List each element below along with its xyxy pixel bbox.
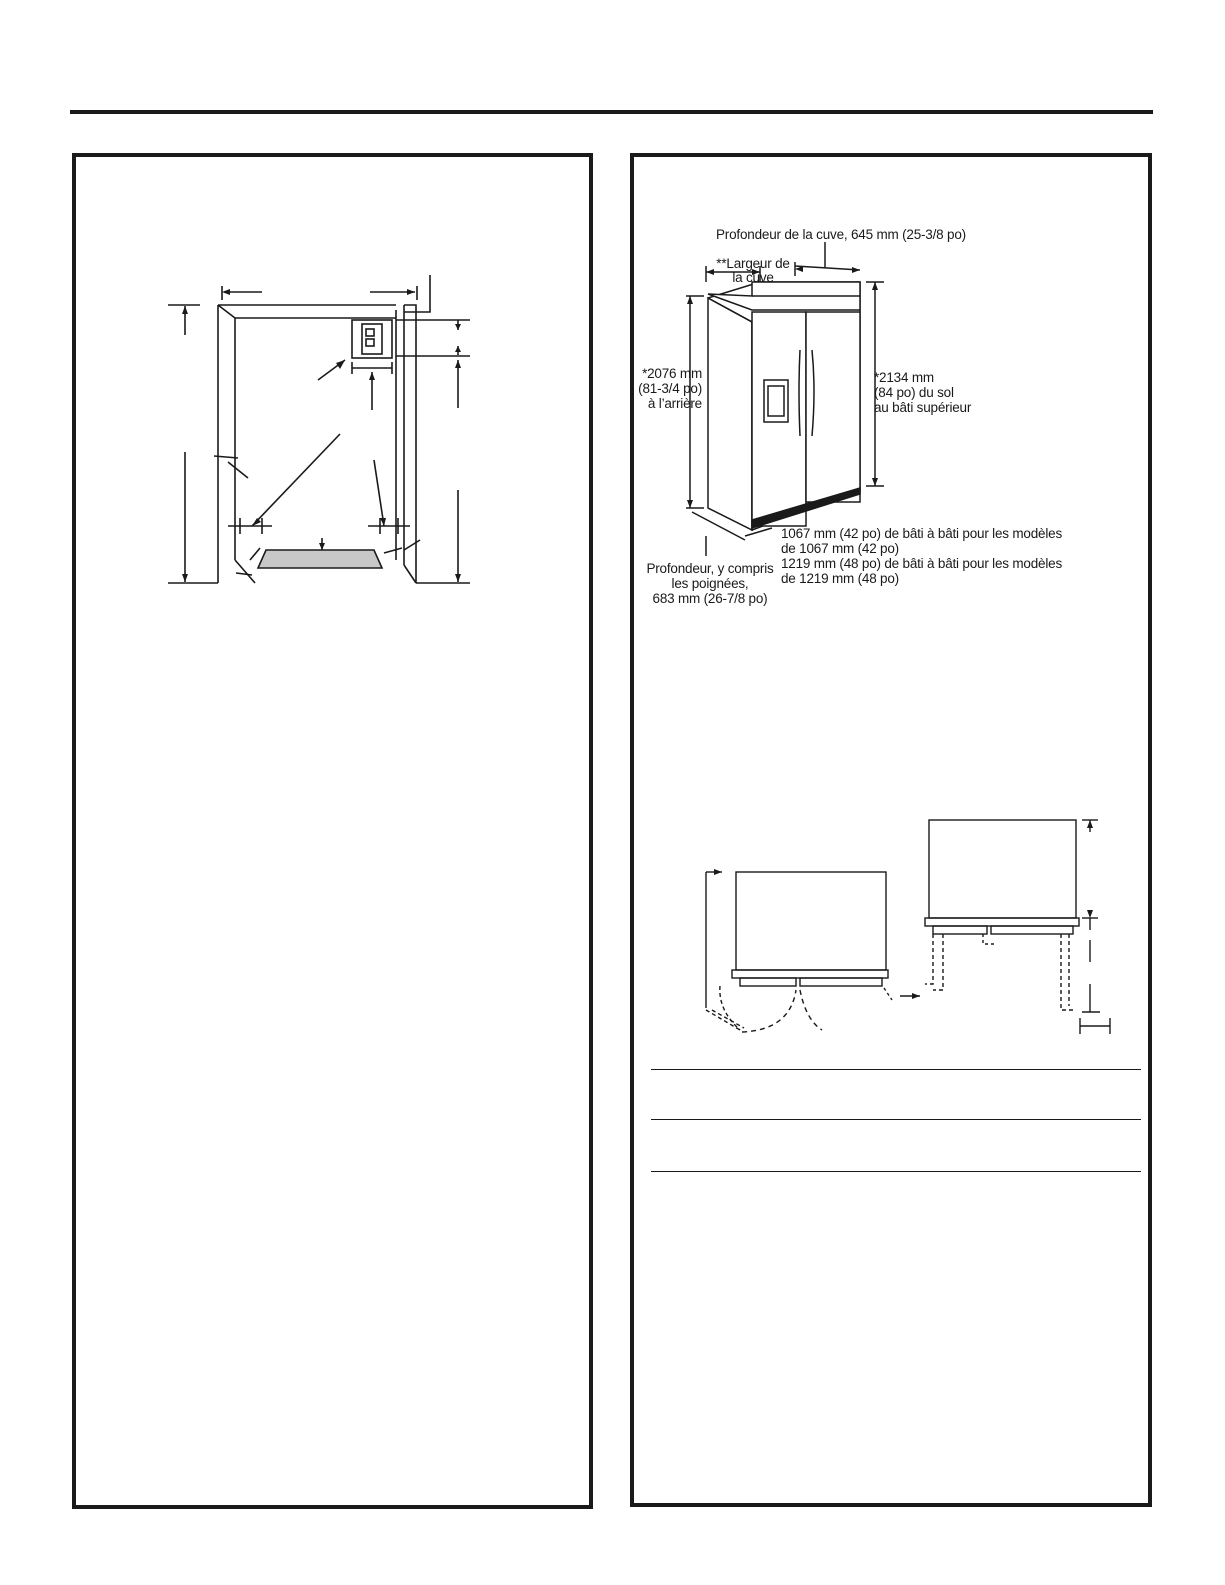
depth-handles-label-1: Profondeur, y compris	[646, 561, 774, 576]
frame-48-label-2: de 1219 mm (48 po)	[781, 571, 899, 586]
left-panel	[72, 153, 593, 1509]
table-rule-3	[651, 1171, 1141, 1172]
front-height-label-3: au bâti supérieur	[874, 400, 972, 415]
frame-42-label-1: 1067 mm (42 po) de bâti à bâti pour les …	[781, 526, 1063, 541]
top-rule	[70, 110, 1153, 114]
tank-depth-label: Profondeur de la cuve, 645 mm (25-3/8 po…	[716, 227, 966, 242]
tank-width-label-1: **Largeur de	[716, 256, 790, 271]
frame-48-label-1: 1219 mm (48 po) de bâti à bâti pour les …	[781, 556, 1063, 571]
rear-height-label-1: *2076 mm	[642, 366, 702, 381]
tank-width-label-2: la cuve	[732, 270, 774, 285]
rear-height-label-2: (81-3/4 po)	[638, 381, 702, 396]
depth-handles-label-3: 683 mm (26-7/8 po)	[652, 591, 768, 606]
frame-42-label-2: de 1067 mm (42 po)	[781, 541, 899, 556]
table-rule-2	[651, 1119, 1141, 1120]
right-panel	[630, 153, 1152, 1507]
table-rule-1	[651, 1069, 1141, 1070]
rear-height-label-3: à l’arrière	[647, 396, 702, 411]
depth-handles-label-2: les poignées,	[671, 576, 749, 591]
front-height-label-2: (84 po) du sol	[874, 385, 954, 400]
front-height-label-1: *2134 mm	[874, 370, 934, 385]
